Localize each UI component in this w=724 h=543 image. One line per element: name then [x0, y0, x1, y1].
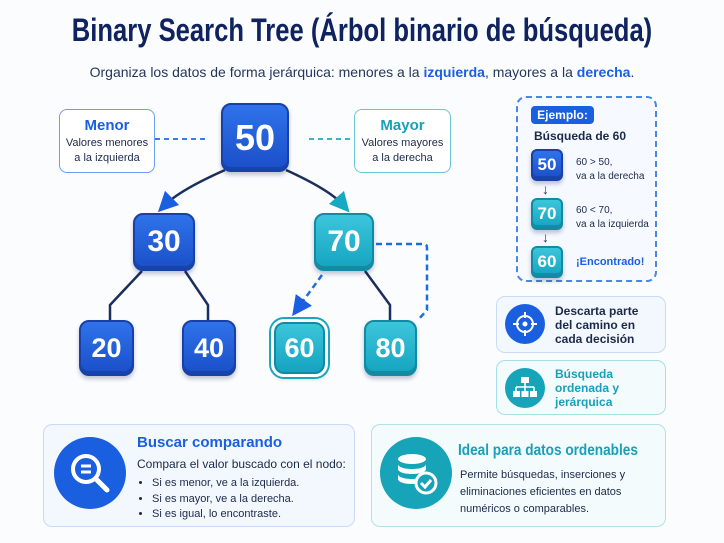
bullet-item: Si es mayor, ve a la derecha. [152, 492, 299, 508]
node-60-found: 60 [271, 319, 328, 377]
example-step-2: 60 < 70, va a la izquierda [576, 204, 649, 232]
legend-right-line: Valores mayores [361, 137, 444, 149]
feature-line: del camino en [555, 318, 636, 332]
legend-right-title: Mayor [380, 117, 425, 134]
feature-line: cada decisión [555, 332, 635, 346]
magnifier-icon [54, 437, 126, 509]
feature-line: Búsqueda [555, 367, 614, 381]
example-badge: Ejemplo: [531, 106, 594, 124]
node-80: 80 [364, 320, 417, 376]
legend-left-line: Valores menores [65, 137, 149, 149]
bullet-item: Si es menor, ve a la izquierda. [152, 476, 299, 492]
desc-line: numéricos o comparables. [460, 503, 590, 515]
target-icon [505, 304, 545, 344]
feature-line: Descarta parte [555, 304, 639, 318]
found-label: ¡Encontrado! [576, 256, 645, 268]
bullet-item: Si es igual, lo encontraste. [152, 507, 299, 523]
subtitle-text: Organiza los datos de forma jerárquica: … [89, 64, 424, 80]
legend-right: Mayor Valores mayores a la derecha [354, 109, 451, 173]
subtitle-text: . [630, 64, 635, 80]
edge-50-70 [285, 168, 350, 213]
legend-left-title: Menor [84, 117, 130, 134]
search-path-dashed [376, 242, 429, 321]
edge-50-30 [157, 168, 226, 213]
card-search-compare: Buscar comparando Compara el valor busca… [43, 424, 355, 527]
card-ideal-title: Ideal para datos ordenables [458, 442, 638, 459]
step-text: 60 < 70, [576, 205, 613, 216]
subtitle-right: derecha [576, 64, 631, 80]
node-70: 70 [314, 213, 374, 271]
database-check-icon [380, 437, 452, 509]
node-50: 50 [221, 103, 289, 172]
step-text: va a la derecha [576, 171, 645, 182]
example-node-60: 60 [531, 246, 563, 278]
search-path-70-60 [292, 274, 324, 317]
example-title: Búsqueda de 60 [534, 129, 627, 143]
legend-left: Menor Valores menores a la izquierda [59, 109, 155, 173]
legend-right-line: a la derecha [372, 152, 433, 164]
step-text: 60 > 50, [576, 157, 613, 168]
card-ideal: Ideal para datos ordenables Permite búsq… [371, 424, 666, 527]
desc-line: eliminaciones eficientes en datos [460, 486, 622, 498]
subtitle: Organiza los datos de forma jerárquica: … [0, 64, 724, 80]
feature-line: ordenada y [555, 381, 620, 395]
page-title: Binary Search Tree (Árbol binario de bús… [71, 12, 653, 48]
subtitle-left: izquierda [423, 64, 485, 80]
edge-30-20 [108, 270, 143, 320]
feature-line: jerárquica [555, 395, 613, 409]
card-search-bullets: Si es menor, ve a la izquierda. Si es ma… [152, 476, 299, 523]
node-20: 20 [79, 320, 134, 376]
step-text: va a la izquierda [576, 219, 649, 230]
node-40: 40 [182, 320, 236, 376]
arrow-down-icon: ↓ [542, 229, 549, 245]
legend-left-line: a la izquierda [74, 152, 140, 164]
example-node-70: 70 [531, 198, 563, 230]
example-node-50: 50 [531, 149, 563, 181]
card-search-desc: Compara el valor buscado con el nodo: [137, 457, 346, 471]
example-panel: Ejemplo: Búsqueda de 60 50 60 > 50, va a … [516, 96, 657, 282]
node-30: 30 [133, 213, 195, 271]
edge-30-40 [183, 270, 210, 320]
edge-70-80 [363, 270, 392, 320]
card-ideal-desc: Permite búsquedas, inserciones y eliminac… [460, 467, 625, 518]
example-step-1: 60 > 50, va a la derecha [576, 156, 644, 184]
hierarchy-icon [505, 368, 545, 408]
subtitle-text: , mayores a la [484, 64, 577, 80]
desc-line: Permite búsquedas, inserciones y [460, 469, 626, 481]
arrow-down-icon: ↓ [542, 181, 549, 197]
card-search-title: Buscar comparando [137, 434, 283, 451]
